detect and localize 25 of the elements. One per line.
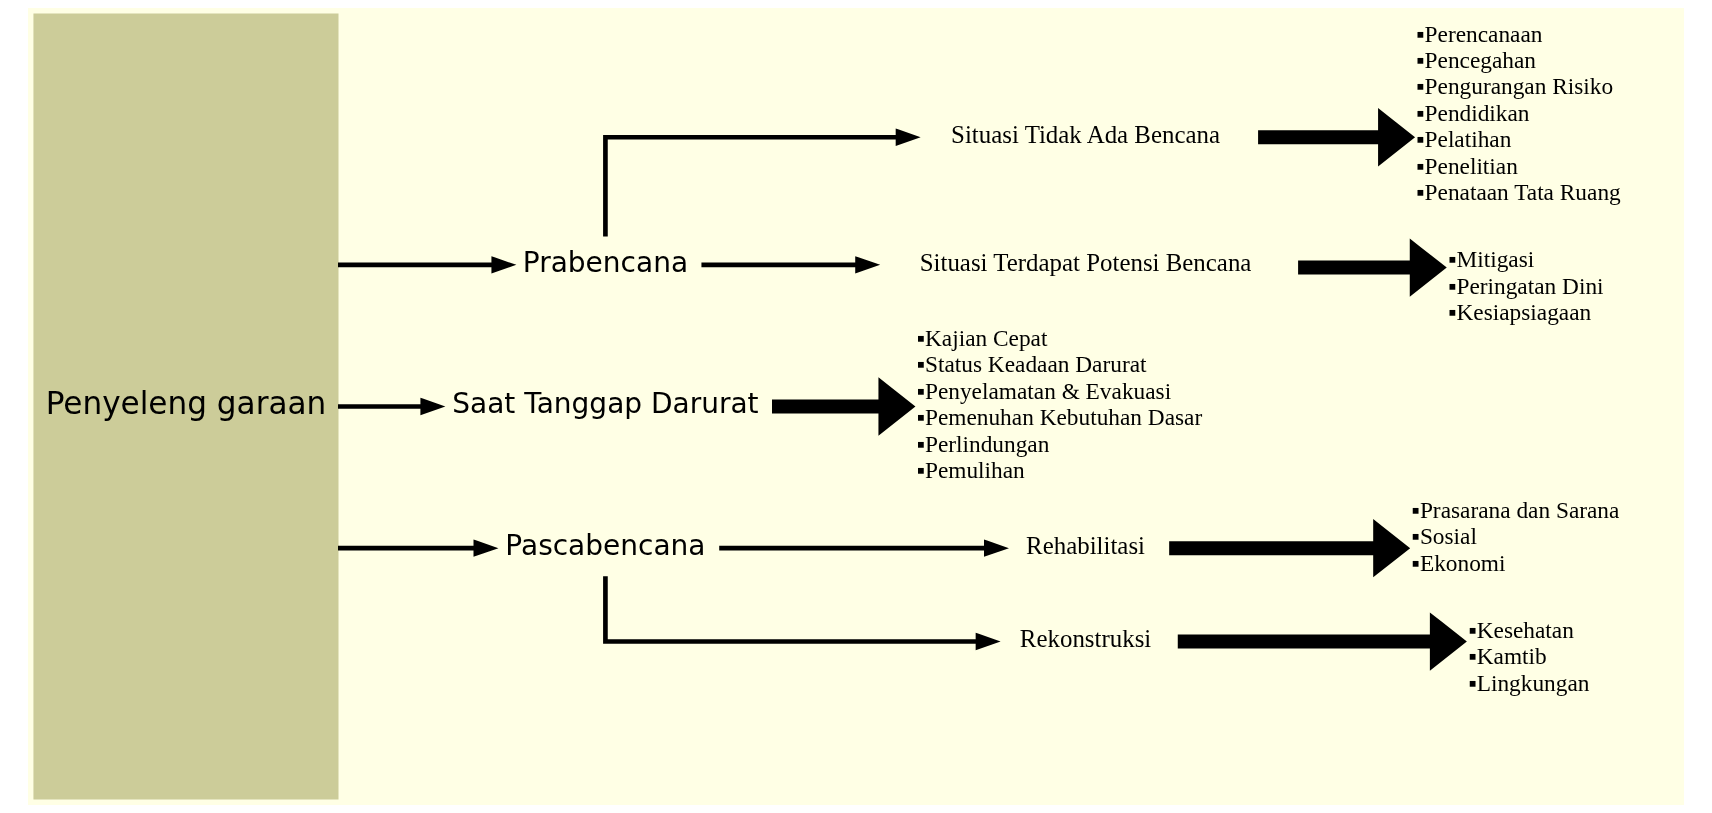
node-text: ▪Kesehatan ▪Kamtib ▪Lingkungan	[1468, 616, 1590, 696]
arrow	[1298, 238, 1447, 297]
node-text: Saat Tanggap Darurat	[452, 387, 759, 421]
arrow	[772, 377, 916, 436]
node-box: Penyeleng garaan	[33, 13, 339, 800]
arrow	[338, 539, 499, 557]
arrow	[603, 128, 921, 237]
node-text: ▪Prasarana dan Sarana ▪Sosial ▪Ekonomi	[1411, 496, 1620, 576]
node-text: Pascabencana	[505, 528, 706, 562]
node-text: Rehabilitasi	[1026, 532, 1146, 560]
arrow	[338, 256, 517, 274]
node-text: Situasi Tidak Ada Bencana	[951, 121, 1221, 149]
arrow	[338, 397, 446, 416]
arrow	[701, 256, 881, 274]
arrow	[603, 576, 1001, 651]
node-text: ▪Mitigasi ▪Peringatan Dini ▪Kesiapsiagaan	[1448, 246, 1604, 326]
arrow	[719, 539, 1009, 557]
node-text: Prabencana	[522, 245, 689, 279]
arrow	[1258, 108, 1416, 167]
arrow	[1169, 519, 1411, 578]
arrow	[1177, 612, 1467, 671]
node-text: ▪Perencanaan ▪Pencegahan ▪Pengurangan Risiko ▪Pendidikan ▪Pelatihan ▪Penelitian ▪Penataan Tata Ruang	[1416, 20, 1621, 206]
node-text: Situasi Terdapat Potensi Bencana	[919, 248, 1252, 276]
node-text: ▪Kajian Cepat ▪Status Keadaan Darurat ▪Penyelamatan & Evakuasi ▪Pemenuhan Kebutuhan Dasar ▪Perlindungan ▪Pemulihan	[916, 324, 1203, 484]
node-text: Rekonstruksi	[1019, 625, 1152, 653]
